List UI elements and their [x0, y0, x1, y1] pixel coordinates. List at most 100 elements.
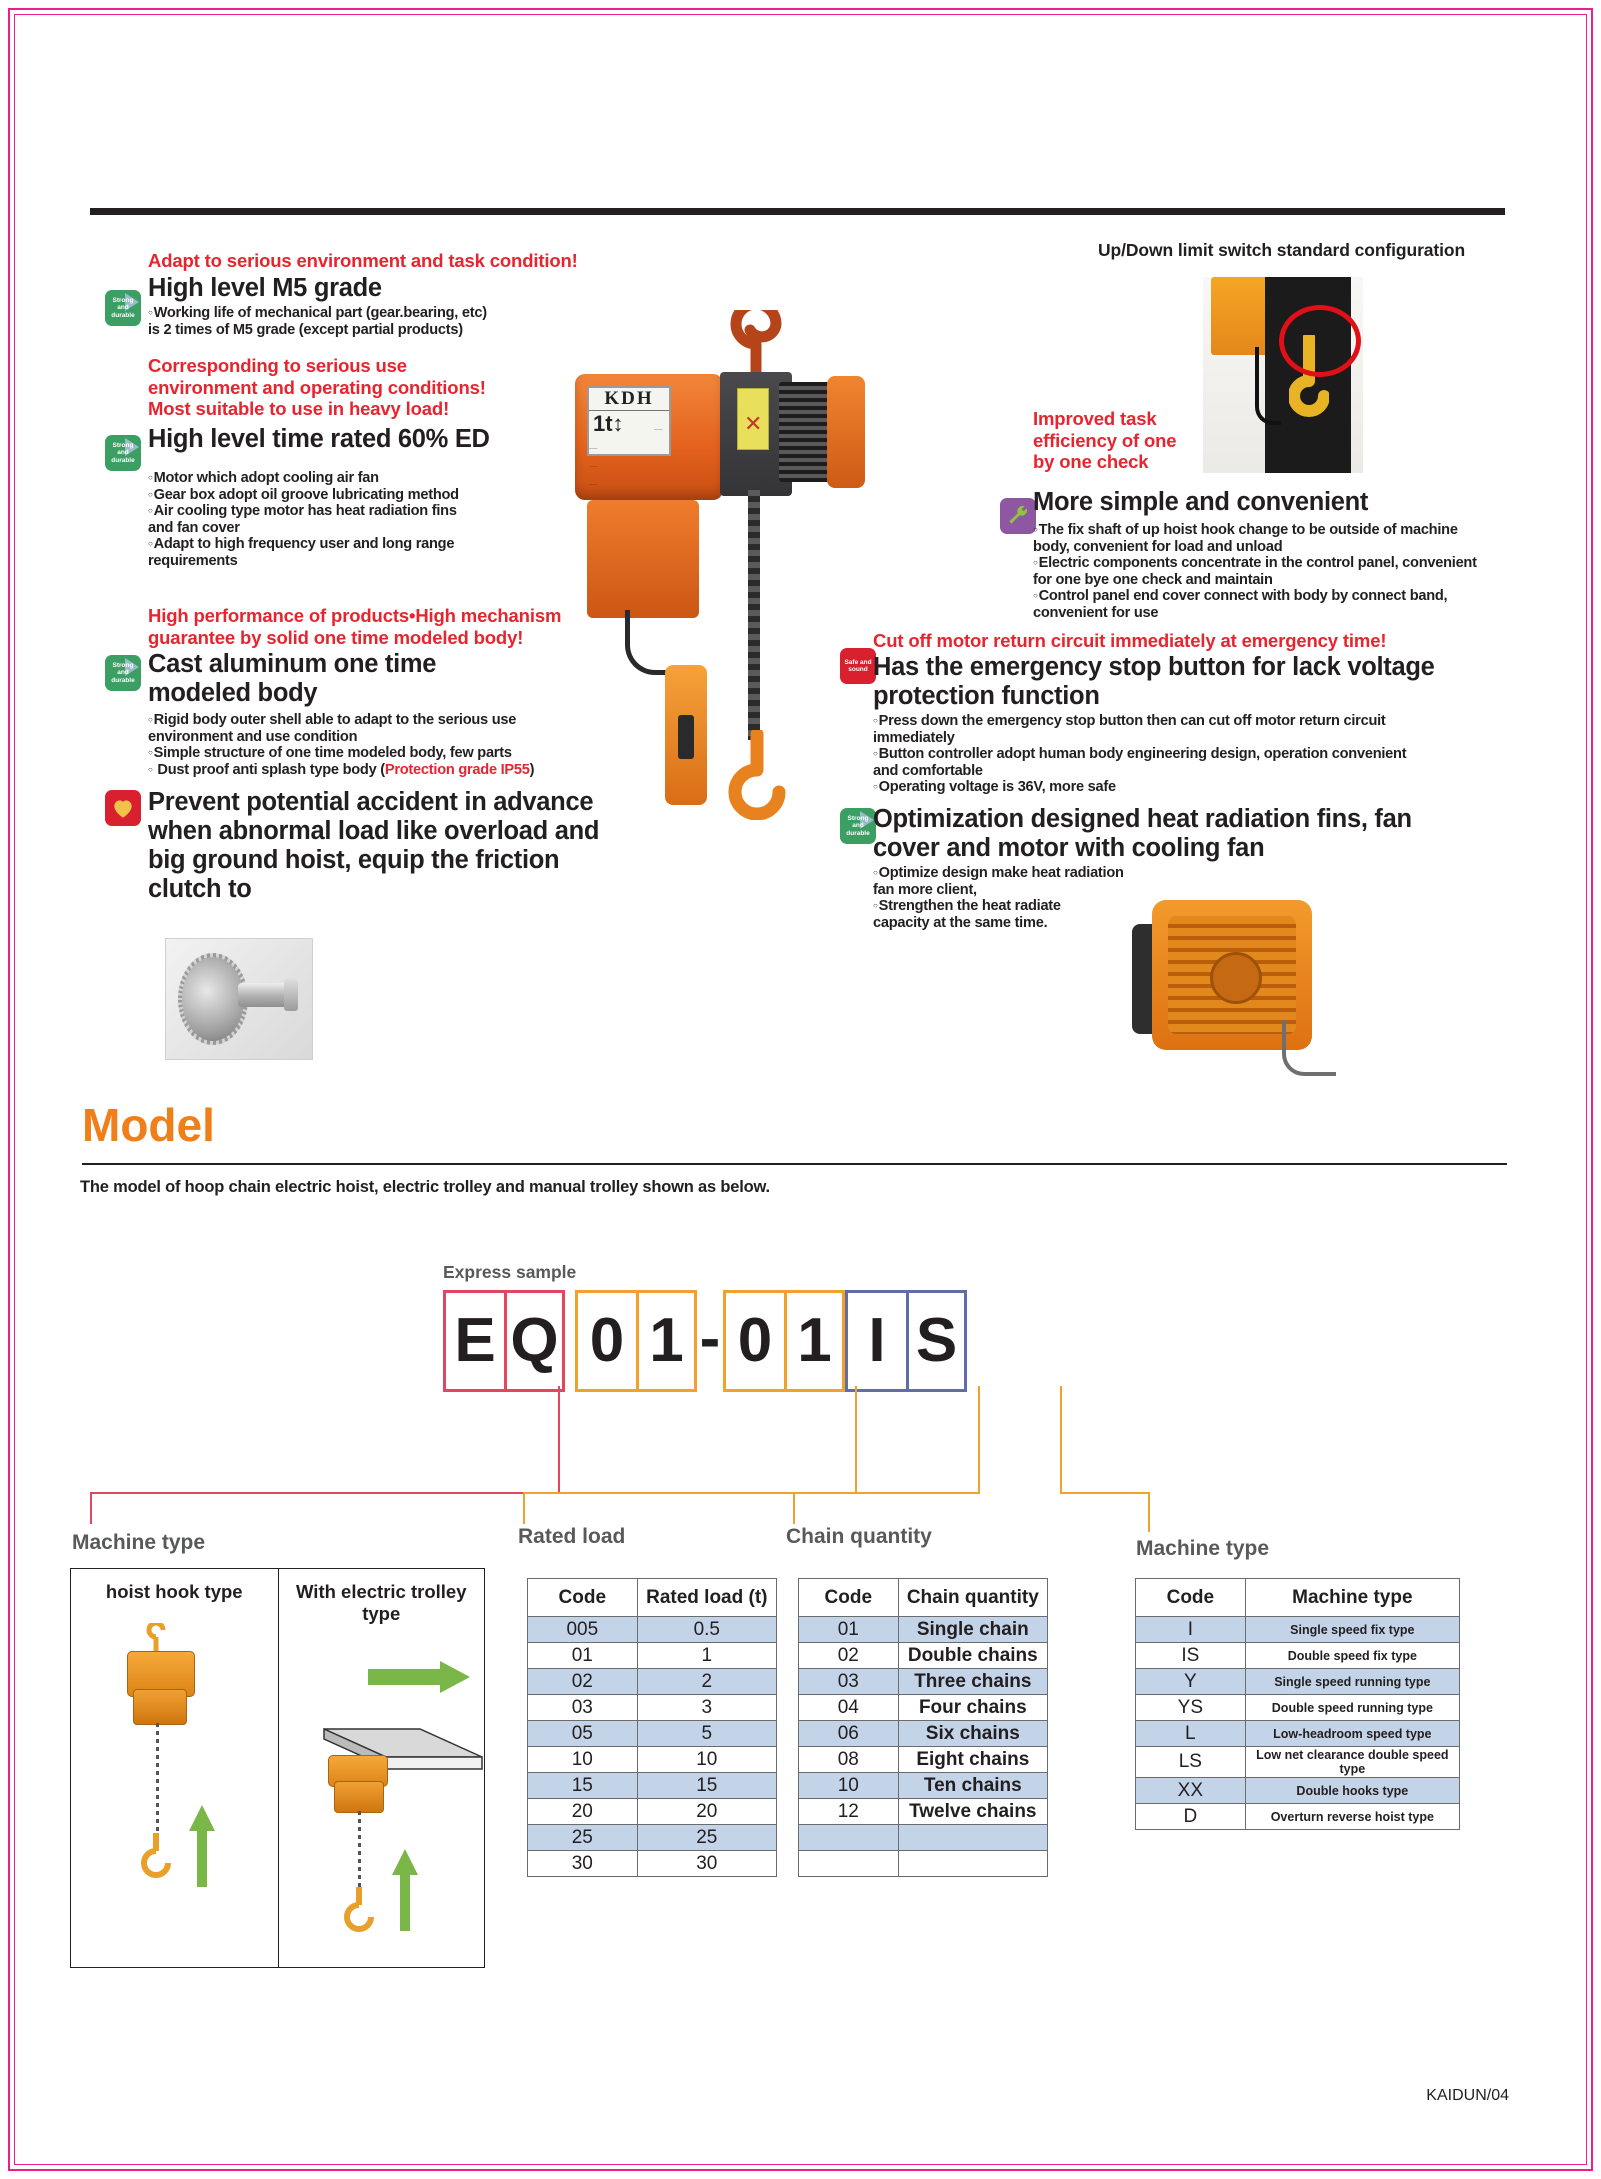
cell-value: 2 [636, 1668, 778, 1695]
page-footer: KAIDUN/04 [1426, 2087, 1509, 2104]
limit-switch-photo [1203, 277, 1363, 473]
badge-safe-sound-1 [105, 790, 141, 826]
feature-bullets-right-3: Optimize design make heat radiation fan … [873, 865, 1203, 931]
badge-label: Safe and sound [844, 658, 872, 674]
hoist-lower-housing [587, 500, 699, 618]
bullet-cont: capacity at the same time. [873, 914, 1048, 931]
heart-icon [114, 800, 132, 818]
limit-switch-orange-part [1211, 277, 1271, 355]
bullet-cont: and fan cover [148, 519, 240, 536]
bullet: Motor which adopt cooling air fan [148, 470, 578, 487]
gear-nut [284, 979, 298, 1011]
feature-bullets-2: Motor which adopt cooling air fan Gear b… [148, 470, 578, 570]
cell-value: Double hooks type [1244, 1777, 1461, 1804]
bullet: Adapt to high frequency user and long ra… [148, 536, 578, 553]
cell-value: Double speed fix type [1244, 1642, 1461, 1669]
friction-clutch-photo [165, 938, 313, 1060]
fan-hub [1210, 952, 1262, 1004]
cell-value: Double chains [897, 1642, 1049, 1669]
cell-value: Low-headroom speed type [1244, 1720, 1461, 1747]
fan-wiring [1282, 1020, 1336, 1076]
bullet-cont: for one bye one check and maintain [1033, 571, 1273, 588]
code-cell: Q [504, 1293, 562, 1389]
cell-value: Three chains [897, 1668, 1049, 1695]
feature-title-right-3: Optimization designed heat radiation fin… [873, 805, 1412, 862]
connector-load-v [855, 1386, 857, 1494]
connector-chain-h [793, 1492, 980, 1494]
bullet-cont: requirements [148, 552, 238, 569]
cell-value: 25 [636, 1824, 778, 1851]
cell-value: Eight chains [897, 1746, 1049, 1773]
code-cell: 0 [737, 1306, 773, 1375]
red-line: High performance of products•High mechan… [148, 605, 562, 626]
power-cord [625, 610, 692, 675]
bullet-cont: and comfortable [873, 762, 983, 779]
nameplate-rows: ──────────── [589, 427, 663, 487]
mini-top-hook-icon [146, 1623, 166, 1651]
column-header: Code [798, 1578, 899, 1617]
mini-trolley-hook-icon [344, 1887, 375, 1932]
model-code-display: E Q 0 1 - 0 1 I S [443, 1290, 967, 1392]
bullet-cont: immediately [873, 729, 955, 746]
cell-value: Single speed fix type [1244, 1616, 1461, 1643]
limit-switch-cable [1255, 347, 1281, 425]
connector-type-h [1060, 1492, 1149, 1494]
bullet: Button controller adopt human body engin… [873, 746, 1493, 763]
mini-trolley-chain [358, 1811, 362, 1889]
bullet: Gear box adopt oil groove lubricating me… [148, 487, 578, 504]
badge-label: Strong and durable [111, 441, 135, 464]
red-heading-right-1: Improved task efficiency of one by one c… [1033, 408, 1223, 473]
badge-strong-durable-3: Strong and durable [105, 655, 141, 691]
feature-title-right-1: More simple and convenient [1033, 488, 1369, 516]
code-cell: I [868, 1306, 886, 1375]
feature-bullets-1: Working life of mechanical part (gear.be… [148, 305, 568, 338]
cell-code: 08 [798, 1746, 899, 1773]
connector-load-h [523, 1492, 857, 1494]
cell-value: Four chains [897, 1694, 1049, 1721]
feature-title-1: High level M5 grade [148, 274, 382, 302]
cell-code: Y [1135, 1668, 1246, 1695]
code-cell: S [906, 1293, 964, 1389]
cell-code: 02 [527, 1668, 638, 1695]
mini-hoist-gearbox [133, 1689, 188, 1725]
gear-body [182, 957, 244, 1041]
bullet-ip55: Dust proof anti splash type body (Protec… [148, 762, 588, 779]
feature-title-4: Prevent potential accident in advance wh… [148, 788, 600, 903]
feature-bullets-3: Rigid body outer shell able to adapt to … [148, 712, 588, 778]
column-header: Machine type [1244, 1578, 1461, 1617]
up-down-arrows-icon [392, 1849, 419, 1931]
cell-code: 01 [798, 1616, 899, 1643]
code-cell: E [454, 1306, 496, 1375]
cell-value: 20 [636, 1798, 778, 1825]
cell-code: 10 [527, 1746, 638, 1773]
code-group-machine-type: I S [845, 1290, 967, 1392]
cell-value: 10 [636, 1746, 778, 1773]
travel-arrows-icon [368, 1661, 471, 1693]
warning-label [737, 388, 769, 450]
bullet-cont: fan more client, [873, 881, 977, 898]
cell-code: XX [1135, 1777, 1246, 1804]
cell-value: Twelve chains [897, 1798, 1049, 1825]
connector-prefix-v [558, 1386, 560, 1494]
picture-caption: hoist hook type [105, 1581, 243, 1602]
feature-bullets-right-2: Press down the emergency stop button the… [873, 713, 1493, 796]
cell-code [798, 1824, 899, 1851]
connector-chain-v [978, 1386, 980, 1494]
red-line: environment and operating conditions! [148, 376, 486, 398]
column-header: Rated load (t) [636, 1578, 778, 1617]
cell-code: 005 [527, 1616, 638, 1643]
hoist-hook-illustration [99, 1623, 249, 1941]
cell-value [897, 1824, 1049, 1851]
feature-title-right-2: Has the emergency stop button for lack v… [873, 653, 1435, 710]
